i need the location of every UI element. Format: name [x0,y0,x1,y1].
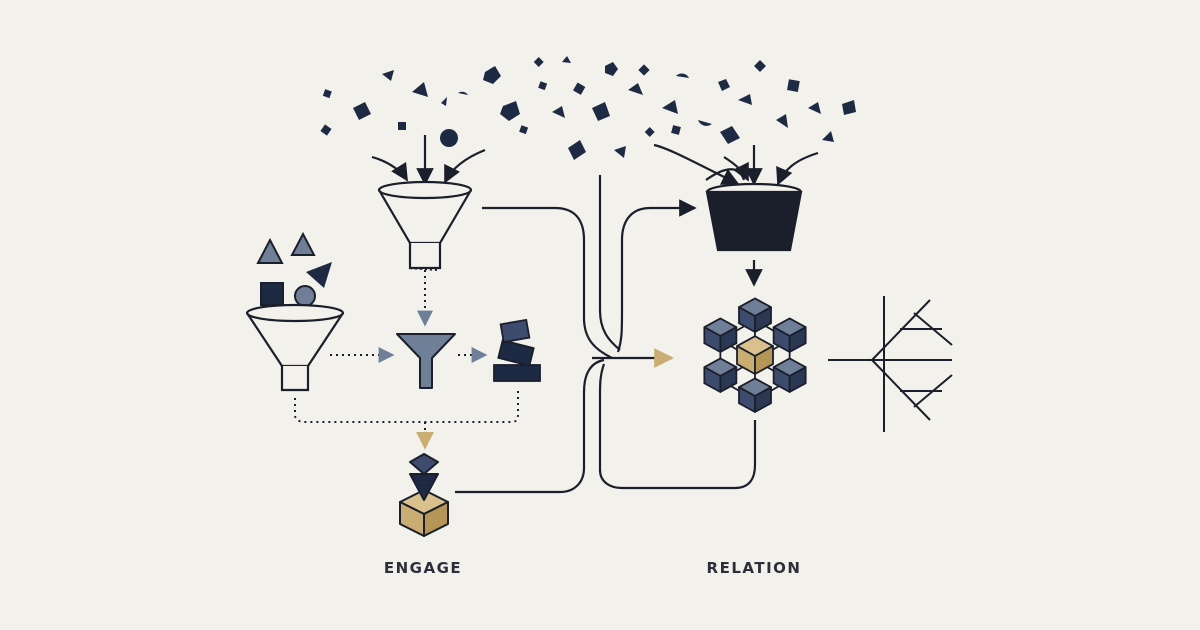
cluster-cube [772,317,807,353]
flow-lines [455,175,757,494]
input-shapes [256,231,332,307]
cluster-cube [703,357,738,393]
cluster-center-cube [736,335,774,375]
bucket-icon [653,143,819,287]
entry-funnel [245,303,345,392]
stack-icon [493,318,541,382]
cluster-cube [772,357,807,393]
cube-cluster-icon [703,297,807,413]
branch-tree-icon [828,296,953,432]
cube-icon [399,453,449,537]
cluster-cube [738,377,772,413]
dotted-connectors [294,347,519,450]
filter-icon [396,333,456,389]
particle-cloud [320,56,856,160]
engage-label: ENGAGE [383,559,463,577]
cluster-cube [703,317,738,353]
cluster-cube [738,297,772,333]
collector-funnel [371,135,486,272]
relation-label: RELATION [706,559,802,577]
